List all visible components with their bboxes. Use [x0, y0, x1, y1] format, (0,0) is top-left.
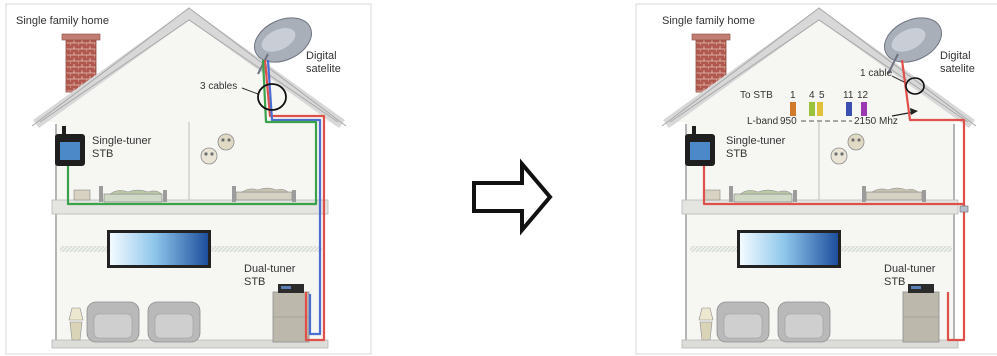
band-end-label: 2150 Mhz: [854, 116, 898, 127]
before-satellite-label-2: satelite: [306, 63, 341, 75]
after-single-tuner-label-2: STB: [726, 148, 747, 160]
after-cable-note: 1 cable: [860, 68, 893, 79]
right-arrow-icon: [474, 164, 550, 230]
channel-11-label: 11: [843, 90, 854, 101]
after-house: Single family home Digital satelite 1 ca…: [636, 4, 997, 354]
channel-5-label: 5: [819, 90, 825, 101]
after-satellite-label-2: satelite: [940, 63, 975, 75]
to-stb-label: To STB: [740, 90, 773, 101]
before-single-tuner-label-1: Single-tuner: [92, 135, 152, 147]
band-start-label: 950: [780, 116, 797, 127]
after-dual-tuner-label-1: Dual-tuner: [884, 263, 936, 275]
channel-1-marker: 1: [790, 90, 796, 116]
after-dual-tuner-label-2: STB: [884, 276, 905, 288]
before-single-tuner-label-2: STB: [92, 148, 113, 160]
splitter: [960, 206, 968, 212]
before-house: Single family home Digital satelite 3 ca…: [6, 4, 371, 354]
channel-12-label: 12: [857, 90, 869, 101]
band-label: L-band: [747, 116, 778, 127]
channel-4-marker: 4: [809, 90, 815, 116]
channel-1-label: 1: [790, 90, 796, 101]
channel-4-label: 4: [809, 90, 815, 101]
after-single-tuner-label-1: Single-tuner: [726, 135, 786, 147]
after-satellite-label-1: Digital: [940, 50, 971, 62]
before-dual-tuner-label-2: STB: [244, 276, 265, 288]
before-cable-note: 3 cables: [200, 81, 237, 92]
before-satellite-label-1: Digital: [306, 50, 337, 62]
after-title: Single family home: [662, 15, 755, 27]
before-title: Single family home: [16, 15, 109, 27]
before-dual-tuner-label-1: Dual-tuner: [244, 263, 296, 275]
